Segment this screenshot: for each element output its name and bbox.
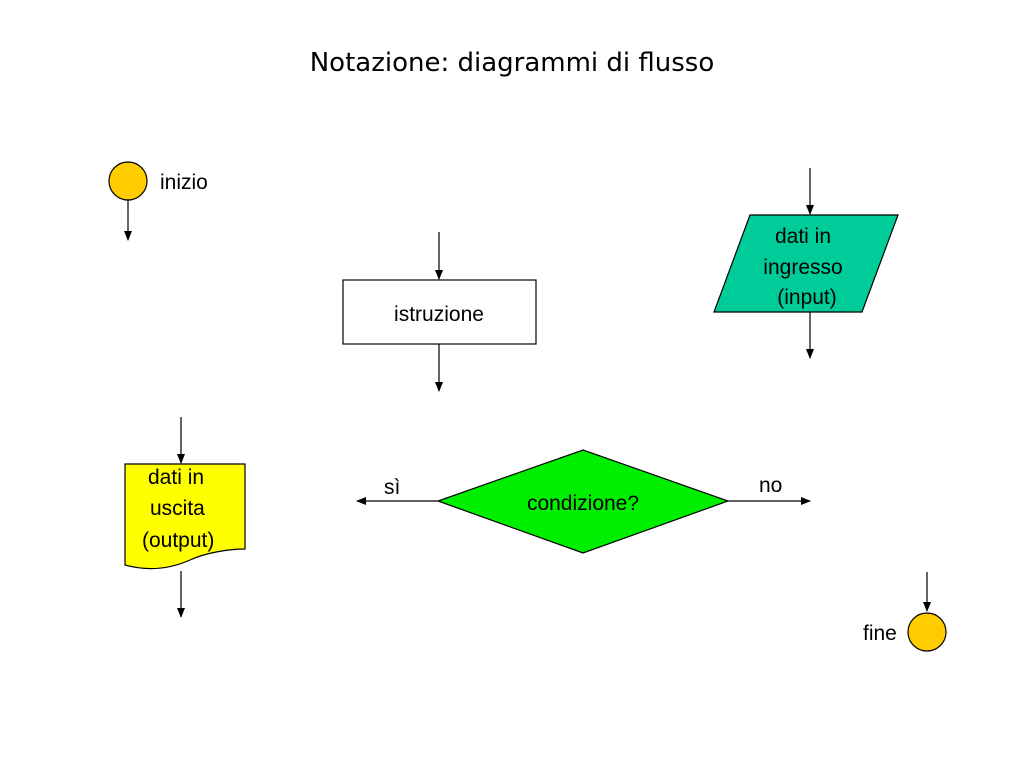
input-label-line-2: ingresso xyxy=(763,256,842,279)
condition-diamond xyxy=(436,449,730,554)
start-label: inizio xyxy=(160,171,208,194)
output-symbol: dati in uscita (output) xyxy=(124,417,246,618)
condition-yes-label: sì xyxy=(384,476,400,499)
condition-no-label: no xyxy=(759,474,782,497)
start-circle xyxy=(108,161,148,201)
input-symbol: dati in ingresso (input) xyxy=(713,168,899,359)
input-parallelogram xyxy=(713,214,899,313)
end-circle xyxy=(907,612,947,652)
instruction-box xyxy=(342,279,537,345)
instruction-label: istruzione xyxy=(394,303,484,326)
output-label-line-2: uscita xyxy=(150,497,205,520)
output-label-line-1: dati in xyxy=(148,466,204,489)
instruction-symbol: istruzione xyxy=(342,232,537,392)
condition-label: condizione? xyxy=(527,492,639,515)
end-label: fine xyxy=(863,622,897,645)
page-title: Notazione: diagrammi di flusso xyxy=(309,48,715,78)
condition-symbol: condizione? sì no xyxy=(356,449,811,554)
output-document xyxy=(124,463,246,570)
input-label-line-1: dati in xyxy=(775,225,831,248)
end-symbol: fine xyxy=(863,572,947,652)
input-label-line-3: (input) xyxy=(777,286,837,309)
output-label-line-3: (output) xyxy=(142,529,214,552)
start-symbol: inizio xyxy=(108,161,208,241)
